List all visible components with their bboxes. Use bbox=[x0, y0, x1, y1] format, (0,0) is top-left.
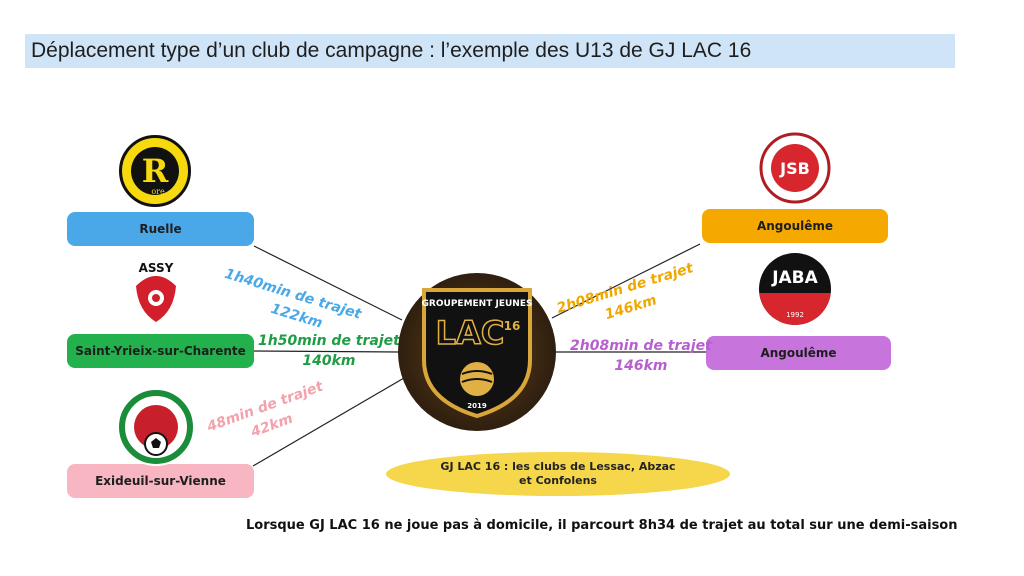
center-logo-main: LAC bbox=[436, 314, 505, 352]
assy-logo-text: ASSY bbox=[139, 261, 174, 275]
travel-time-saint-yrieix: 1h50min de trajet bbox=[258, 333, 400, 349]
club-box-exideuil: Exideuil-sur-Vienne bbox=[67, 464, 254, 498]
ruelle-logo: R ore bbox=[119, 135, 191, 207]
club-box-saint-yrieix: Saint-Yrieix-sur-Charente bbox=[67, 334, 254, 368]
club-name-angouleme-jsb: Angoulême bbox=[756, 219, 834, 233]
travel-distance-angouleme-jaba: 146km bbox=[614, 358, 668, 374]
jaba-logo-text: JABA bbox=[771, 268, 818, 288]
travel-time-angouleme-jaba: 2h08min de trajet bbox=[570, 338, 712, 354]
ruelle-logo-letter: R bbox=[142, 152, 169, 190]
ruelle-logo-sub: ore bbox=[151, 187, 165, 196]
jsb-logo-text: JSB bbox=[779, 159, 810, 178]
line-exideuil bbox=[252, 377, 405, 467]
club-name-angouleme-jaba: Angoulême bbox=[760, 346, 837, 360]
travel-distance-saint-yrieix: 140km bbox=[302, 353, 356, 369]
jaba-logo-year: 1992 bbox=[786, 311, 804, 319]
club-box-angouleme-jsb: Angoulême bbox=[702, 209, 888, 243]
center-logo-year: 2019 bbox=[467, 402, 487, 410]
clubs-info-ellipse: GJ LAC 16 : les clubs de Lessac, Abzac e… bbox=[386, 452, 730, 496]
jaba-logo: JABA 1992 bbox=[759, 253, 831, 325]
club-box-ruelle: Ruelle bbox=[67, 212, 254, 246]
travel-label-angouleme-jaba: 2h08min de trajet 146km bbox=[570, 336, 712, 376]
center-logo-top-text: GROUPEMENT JEUNES bbox=[422, 299, 533, 309]
line-saint-yrieix bbox=[253, 350, 401, 353]
page-title: Déplacement type d’un club de campagne :… bbox=[25, 34, 955, 68]
line-angouleme-jsb bbox=[551, 243, 701, 319]
gj-lac16-logo: GROUPEMENT JEUNES LAC 16 2019 bbox=[398, 273, 556, 431]
footer-summary: Lorsque GJ LAC 16 ne joue pas à domicile… bbox=[246, 518, 958, 533]
line-ruelle bbox=[253, 245, 403, 321]
travel-label-saint-yrieix: 1h50min de trajet 140km bbox=[258, 331, 400, 371]
jsb-logo: JSB bbox=[758, 131, 832, 205]
exideuil-logo bbox=[116, 388, 196, 466]
assy-logo: ASSY bbox=[116, 256, 196, 332]
club-name-exideuil: Exideuil-sur-Vienne bbox=[95, 474, 226, 488]
club-name-saint-yrieix: Saint-Yrieix-sur-Charente bbox=[75, 344, 246, 358]
center-logo-number: 16 bbox=[504, 319, 521, 333]
club-name-ruelle: Ruelle bbox=[139, 222, 182, 236]
club-box-angouleme-jaba: Angoulême bbox=[706, 336, 891, 370]
